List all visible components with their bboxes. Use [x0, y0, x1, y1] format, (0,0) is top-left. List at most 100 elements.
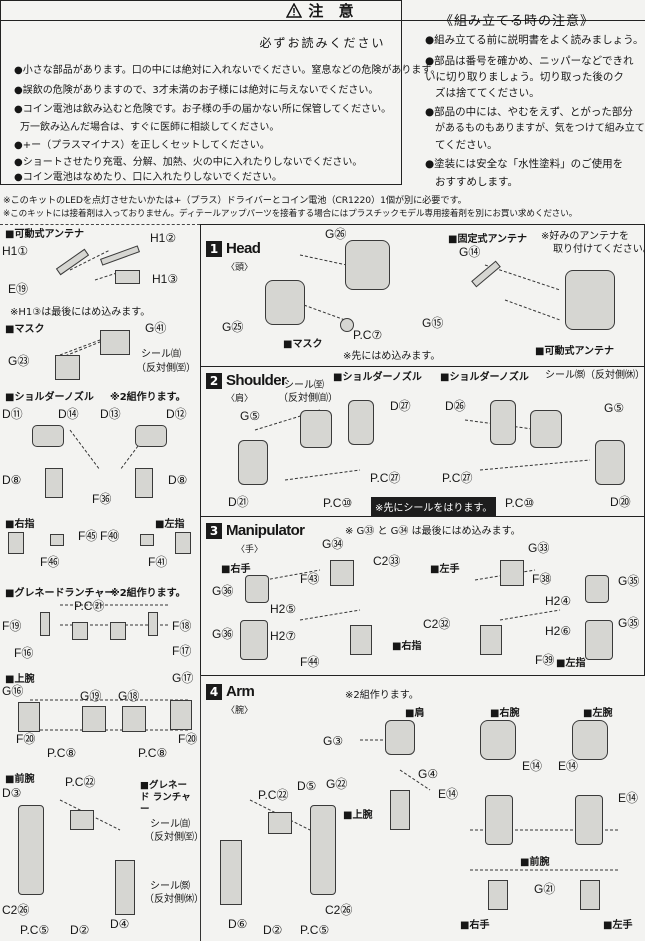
nozzle-part — [32, 425, 64, 447]
seal-label: （反対側㉃） — [144, 832, 204, 843]
part-label: E⑭ — [438, 787, 459, 801]
hand-part — [240, 620, 268, 660]
finger-part — [8, 532, 24, 554]
part-label: F㊻ — [40, 555, 60, 569]
head-part — [345, 240, 390, 290]
step-jp-title: 〈手〉 — [236, 545, 264, 555]
warning-line: 万一飲み込んだ場合は、すぐに医師に相談してください。 — [20, 122, 280, 133]
forearm-title: ■前腕 — [5, 774, 35, 785]
nozzle-title: ■ショルダーノズル — [5, 392, 94, 403]
part-label: P.C㉗ — [442, 471, 473, 485]
part-label: D⑪ — [2, 407, 23, 421]
right-finger-title: ■右指 — [392, 641, 422, 652]
movable-antenna-title: ■可動式アンテナ — [535, 346, 615, 357]
assembly-note-line: いに切り取りましょう。切り取った後のク — [425, 71, 624, 83]
grenade-title: ■グレネードランチャー — [5, 588, 115, 599]
part-label: F㊳ — [532, 572, 552, 586]
grenade-part — [72, 622, 88, 640]
step-title: Manipulator — [226, 522, 305, 539]
arm-part — [485, 795, 513, 845]
part-label: F㊶ — [148, 555, 168, 569]
left-arm-label: ■左腕 — [583, 708, 613, 719]
mask-part — [55, 355, 80, 380]
part-label: F⑳ — [16, 732, 36, 746]
part-label: G㉟ — [618, 616, 640, 630]
nozzle-note: ※2組作ります。 — [110, 392, 186, 403]
assembly-notes-heading: 《組み立てる時の注意》 — [440, 14, 595, 29]
part-label: G⑤ — [604, 401, 625, 415]
mask-part — [100, 330, 130, 355]
part-label: P.C⑤ — [20, 923, 50, 937]
head-part — [340, 318, 354, 332]
part-label: F㊵ — [100, 529, 120, 543]
part-label: G㊱ — [212, 584, 234, 598]
part-label: F⑱ — [172, 619, 192, 633]
part-label: G⑮ — [422, 316, 444, 330]
part-label: D③ — [2, 786, 22, 800]
part-label: P.C㉒ — [65, 775, 96, 789]
part-label: D㉖ — [445, 399, 466, 413]
hand-part — [350, 625, 372, 655]
part-label: G⑯ — [2, 684, 24, 698]
head-part — [265, 280, 305, 325]
part-label: P.C㉗ — [370, 471, 401, 485]
step-number: 2 — [206, 372, 222, 389]
nozzle-title: ■ショルダーノズル — [333, 372, 422, 383]
part-label: F㊱ — [92, 492, 112, 506]
nozzle-part — [135, 468, 153, 498]
step-number: 1 — [206, 240, 222, 257]
part-label: G㉝ — [528, 541, 550, 555]
manipulator-note: ※ G㉝ と G㉞ は最後にはめ込みます。 — [345, 526, 521, 537]
warning-heading: 注 意 — [0, 0, 645, 21]
part-label: F⑳ — [178, 732, 198, 746]
part-label: G㉕ — [222, 320, 244, 334]
part-label: G㊱ — [212, 627, 234, 641]
part-label: P.C⑩ — [323, 496, 353, 510]
finger-part — [175, 532, 191, 554]
nozzle-title: ■ショルダーノズル — [440, 372, 529, 383]
part-label: D⑧ — [2, 473, 22, 487]
antenna-note: ※H1③は最後にはめ込みます。 — [10, 307, 151, 318]
forearm-part — [70, 810, 94, 830]
part-label: P.C㉑ — [74, 599, 105, 613]
part-label: H2⑦ — [270, 629, 297, 643]
part-label: G㉟ — [618, 574, 640, 588]
hand-part — [480, 625, 502, 655]
warning-line: ●誤飲の危険がありますので、3才未満のお子様には絶対に与えないでください。 — [14, 85, 379, 96]
head-part — [565, 270, 615, 330]
arm-note: ※2組作ります。 — [345, 690, 419, 701]
step3-header: 3 Manipulator — [206, 522, 305, 539]
part-label: F⑰ — [172, 644, 192, 658]
part-label: C2㉝ — [373, 554, 401, 568]
part-label: D② — [70, 923, 90, 937]
forearm-grenade-label: ■グレネード ランチャー — [140, 780, 191, 815]
part-label: H1③ — [152, 272, 179, 286]
part-label: G㊶ — [145, 321, 167, 335]
upper-arm-label: ■上腕 — [343, 810, 373, 821]
hand-part — [330, 560, 354, 586]
grenade-part — [110, 622, 126, 640]
assembly-note-line: てください。 — [435, 139, 498, 151]
part-label: F⑲ — [2, 619, 22, 633]
part-label: G㉖ — [325, 227, 347, 241]
upper-arm-part — [18, 702, 40, 732]
assembly-note-line: ズは捨ててください。 — [435, 87, 540, 99]
grenade-part — [40, 612, 50, 636]
nozzle-part — [135, 425, 167, 447]
warning-line: ●コイン電池はなめたり、口に入れたりしないでください。 — [14, 172, 283, 183]
part-label: H1② — [150, 231, 177, 245]
part-label: H2⑤ — [270, 602, 297, 616]
part-label: H2⑥ — [545, 624, 572, 638]
mask-title: ■マスク — [5, 324, 45, 335]
left-hand-label: ■左手 — [603, 920, 633, 931]
left-finger-title: ■左指 — [155, 519, 185, 530]
head-note: ※先にはめ込みます。 — [343, 351, 441, 362]
part-label: G③ — [323, 734, 344, 748]
step-title: Head — [226, 240, 261, 257]
upper-arm-part — [170, 700, 192, 730]
part-label: G㉑ — [534, 882, 556, 896]
shoulder-part — [238, 440, 268, 485]
seal-label: シール㉃ — [284, 380, 324, 391]
left-finger-title: ■左指 — [556, 658, 586, 669]
upper-arm-part — [122, 706, 146, 732]
